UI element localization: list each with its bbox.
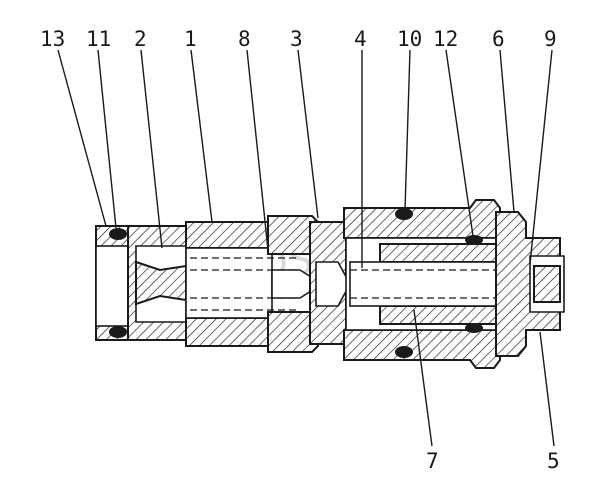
callout-labels: 13 11 2 1 8 3 4 10 12 6 9 7 5 — [40, 27, 560, 473]
o-ring-10-bottom — [395, 346, 413, 358]
seat-body-2 — [127, 225, 191, 341]
right-cap-5 — [495, 211, 565, 357]
callout-12: 12 — [433, 27, 458, 51]
sleeve-1 — [185, 221, 273, 347]
o-ring-12-top — [465, 235, 483, 245]
o-ring-11-top — [109, 228, 127, 240]
o-ring-11-bottom — [109, 326, 127, 338]
callout-13: 13 — [40, 27, 65, 51]
o-ring-10-top — [395, 208, 413, 220]
callout-3: 3 — [290, 27, 303, 51]
callout-2: 2 — [134, 27, 147, 51]
callout-5: 5 — [547, 449, 560, 473]
o-rings — [109, 208, 483, 358]
callout-7: 7 — [426, 449, 439, 473]
callout-11: 11 — [86, 27, 111, 51]
callout-6: 6 — [492, 27, 505, 51]
nut-body — [343, 199, 501, 369]
end-cap-left — [95, 225, 131, 341]
callout-1: 1 — [184, 27, 197, 51]
callout-8: 8 — [238, 27, 251, 51]
callout-9: 9 — [544, 27, 557, 51]
poppet-4 — [309, 221, 351, 345]
piston-7 — [345, 237, 523, 331]
leader-lines — [57, 49, 555, 447]
o-ring-12-bottom — [465, 323, 483, 333]
callout-10: 10 — [397, 27, 422, 51]
callout-4: 4 — [354, 27, 367, 51]
